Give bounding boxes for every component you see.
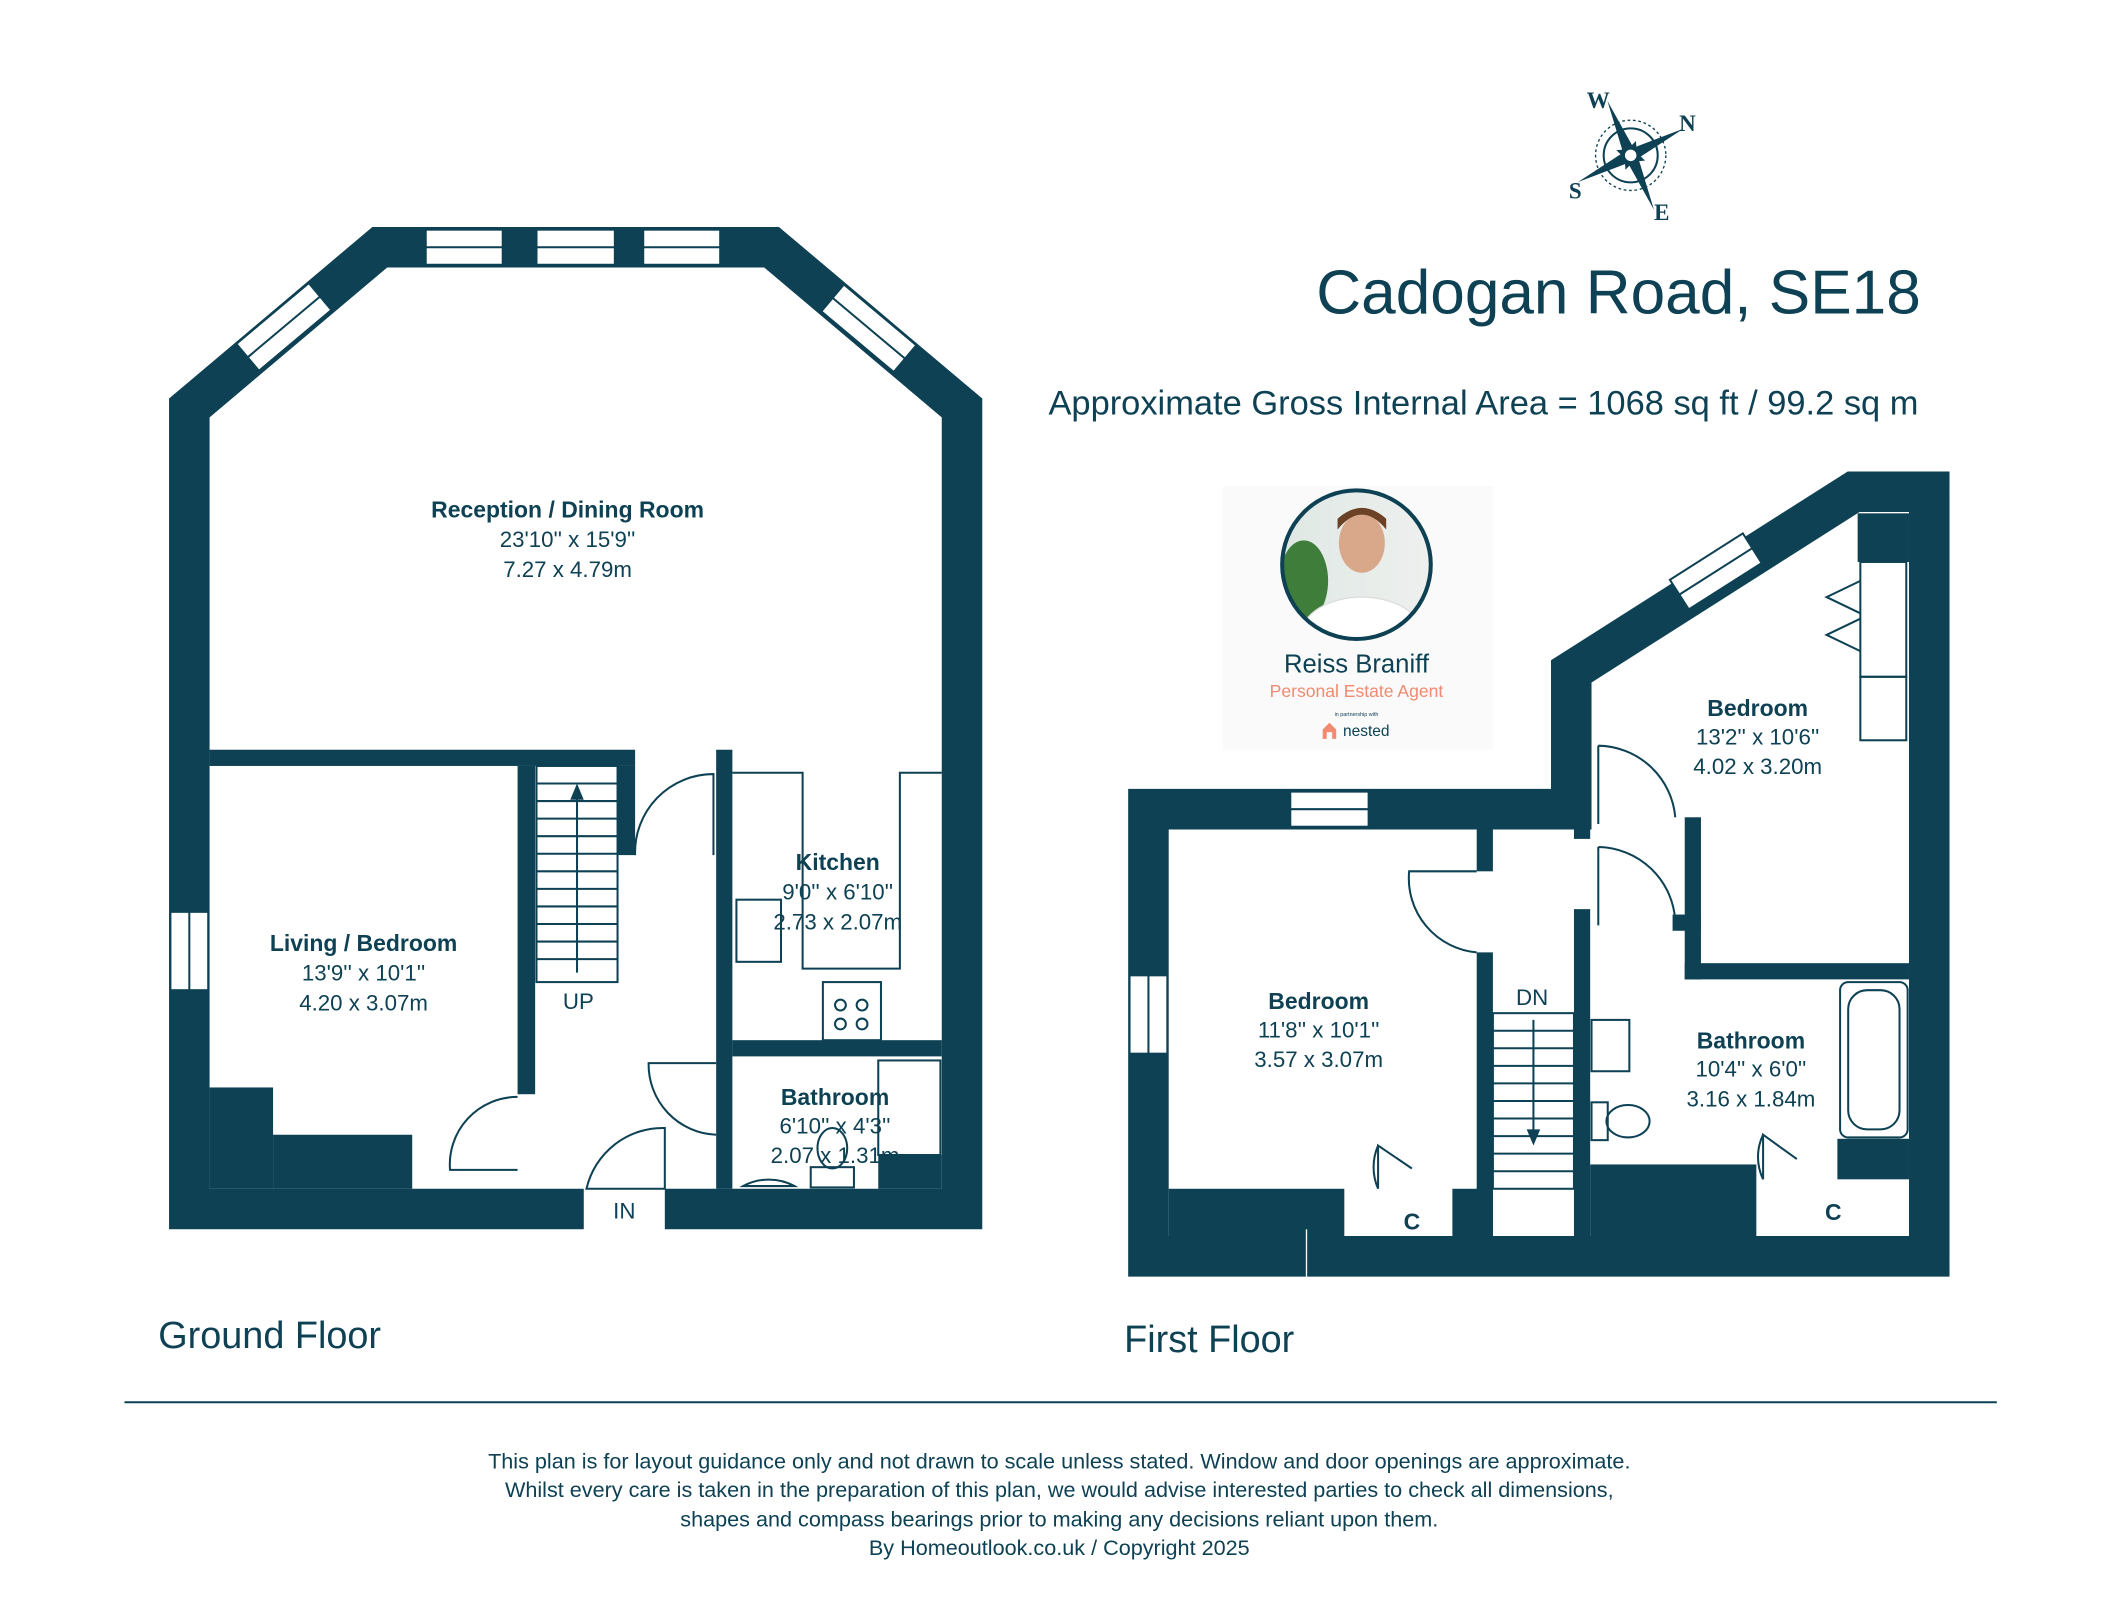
window: [169, 910, 210, 992]
window: [234, 281, 333, 373]
room-metric: 3.16 x 1.84m: [1687, 1086, 1816, 1111]
disclaimer: This plan is for layout guidance only an…: [488, 1448, 1630, 1559]
property-title: Cadogan Road, SE18: [1316, 258, 1920, 327]
basin-icon: [1590, 1018, 1631, 1073]
window: [1128, 974, 1169, 1055]
room-imperial: 13'9'' x 10'1'': [302, 961, 425, 986]
room-metric: 7.27 x 4.79m: [503, 557, 632, 582]
room-name: Bathroom: [781, 1084, 889, 1110]
room-imperial: 10'4'' x 6'0'': [1695, 1057, 1806, 1082]
compass-icon: W N S E: [1569, 88, 1696, 225]
window: [819, 282, 918, 374]
cupboard-label: C: [1825, 1199, 1842, 1225]
stairs-label: DN: [1516, 985, 1548, 1010]
window: [1289, 790, 1370, 828]
room-metric: 2.73 x 2.07m: [773, 909, 902, 934]
disclaimer-line: shapes and compass bearings prior to mak…: [680, 1506, 1438, 1531]
stairs-up: [535, 764, 619, 984]
window: [642, 228, 722, 266]
shower-icon: [877, 1059, 942, 1157]
first-floor-label: First Floor: [1124, 1319, 1294, 1361]
compass-n: N: [1679, 111, 1696, 136]
stairs-down: [1491, 1012, 1575, 1190]
room-imperial: 13'2'' x 10'6'': [1696, 724, 1819, 749]
bath-icon: [1839, 981, 1909, 1139]
toilet-icon: [1590, 1101, 1609, 1142]
room-metric: 2.07 x 1.31m: [771, 1143, 900, 1168]
gross-area: Approximate Gross Internal Area = 1068 s…: [1048, 385, 1918, 423]
copyright: By Homeoutlook.co.uk / Copyright 2025: [869, 1535, 1250, 1560]
toilet-icon: [809, 1166, 855, 1189]
room-name: Bathroom: [1697, 1027, 1805, 1053]
cupboard-label: C: [1404, 1208, 1421, 1234]
room-imperial: 23'10'' x 15'9'': [500, 527, 636, 552]
agent-role: Personal Estate Agent: [1270, 681, 1444, 701]
ground-floor-label: Ground Floor: [158, 1315, 381, 1357]
room-name: Bedroom: [1268, 988, 1369, 1014]
room-name: Living / Bedroom: [270, 930, 457, 956]
entrance-label: IN: [613, 1198, 635, 1223]
room-metric: 4.02 x 3.20m: [1693, 754, 1822, 779]
room-name: Kitchen: [796, 849, 880, 875]
agent-name: Reiss Braniff: [1284, 651, 1430, 679]
partnership-text: in partnership with: [1335, 712, 1379, 718]
first-floor-plan: Bedroom 11'8'' x 10'1'' 3.57 x 3.07m Bed…: [1128, 471, 1950, 1277]
room-metric: 3.57 x 3.07m: [1254, 1047, 1383, 1072]
compass-w: W: [1587, 88, 1610, 113]
room-name: Bedroom: [1707, 695, 1808, 721]
room-name: Reception / Dining Room: [431, 496, 704, 522]
stairs-label: UP: [563, 989, 594, 1014]
nested-logo-icon: [1322, 722, 1337, 739]
nested-brand: nested: [1343, 723, 1390, 740]
basin-icon: [739, 1178, 799, 1188]
compass-e: E: [1654, 200, 1669, 225]
room-imperial: 6'10'' x 4'3'': [780, 1113, 891, 1138]
disclaimer-line: This plan is for layout guidance only an…: [488, 1448, 1630, 1473]
room-imperial: 9'0'' x 6'10'': [782, 880, 893, 905]
ground-floor-plan: Reception / Dining Room 23'10'' x 15'9''…: [169, 226, 983, 1230]
room-metric: 4.20 x 3.07m: [299, 990, 428, 1015]
window: [535, 228, 616, 266]
hob-icon: [821, 981, 882, 1042]
sink-icon: [735, 898, 783, 963]
window: [1668, 531, 1764, 611]
agent-card: Reiss Braniff Personal Estate Agent in p…: [1222, 486, 1493, 750]
disclaimer-line: Whilst every care is taken in the prepar…: [505, 1477, 1614, 1502]
compass-s: S: [1569, 179, 1582, 204]
room-imperial: 11'8'' x 10'1'': [1258, 1017, 1380, 1042]
window: [424, 228, 504, 266]
